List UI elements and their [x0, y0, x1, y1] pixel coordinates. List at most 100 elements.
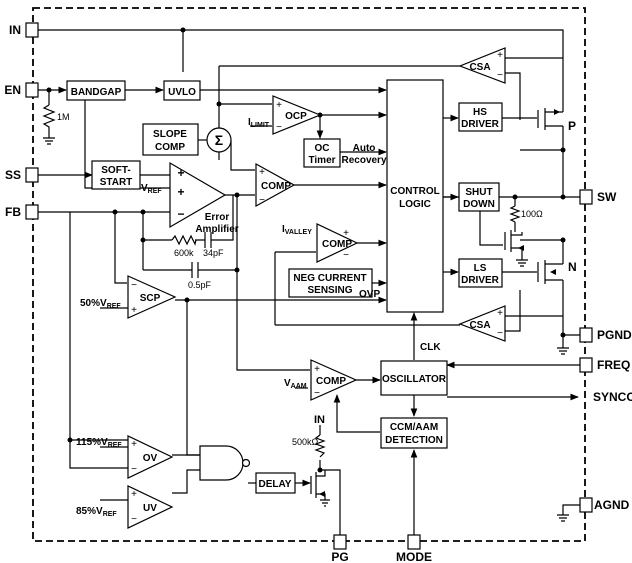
svg-text:COMP: COMP — [261, 181, 291, 192]
pin-pg: PG — [331, 534, 349, 563]
svg-text:SS: SS — [5, 168, 21, 182]
pin-ss: SS — [5, 167, 39, 183]
svg-text:ILIMIT: ILIMIT — [248, 117, 270, 129]
svg-text:LOGIC: LOGIC — [399, 199, 431, 210]
csa-bottom-amplifier: CSA + − — [458, 305, 506, 342]
resistor-500k — [314, 434, 326, 458]
svg-text:SW: SW — [597, 190, 617, 204]
control-logic-block: CONTROL LOGIC — [386, 79, 444, 313]
svg-text:CSA: CSA — [469, 62, 490, 73]
pin-in: IN — [9, 22, 39, 38]
resistor-1m-label: 1M — [57, 112, 70, 122]
hs-driver-block: HS DRIVER — [458, 102, 503, 132]
svg-text:50%VREF: 50%VREF — [80, 298, 121, 310]
svg-text:DELAY: DELAY — [259, 479, 292, 490]
pin-synco: SYNCO — [593, 390, 632, 404]
svg-text:IVALLEY: IVALLEY — [282, 224, 312, 236]
nand-gate — [199, 445, 251, 481]
svg-text:HS: HS — [473, 107, 487, 118]
svg-text:AGND: AGND — [594, 498, 630, 512]
svg-text:OV: OV — [143, 453, 158, 464]
summing-node: Σ — [206, 127, 232, 153]
resistor-100-ohm-label: 100Ω — [521, 209, 543, 219]
svg-text:+: + — [131, 439, 137, 450]
svg-text:DOWN: DOWN — [463, 199, 495, 210]
ov-ref-label: 115%VREF — [76, 437, 122, 449]
oc-timer-block: OC Timer — [303, 138, 341, 168]
resistor-600k-label: 600k — [174, 248, 194, 258]
ccm-aam-detection-block: CCM/AAM DETECTION — [380, 417, 448, 449]
bandgap-block: BANDGAP — [66, 80, 126, 101]
uv-comparator: UV + − — [127, 485, 174, 529]
svg-text:PG: PG — [331, 550, 348, 563]
capacitor-34pf — [204, 232, 212, 248]
svg-text:+: + — [343, 228, 349, 239]
svg-text:Error: Error — [205, 212, 230, 223]
svg-text:−: − — [497, 70, 503, 81]
resistor-1m — [42, 104, 56, 130]
svg-text:SCP: SCP — [140, 293, 161, 304]
svg-text:DETECTION: DETECTION — [385, 435, 443, 446]
svg-text:PGND: PGND — [597, 328, 632, 342]
svg-text:CLK: CLK — [420, 342, 441, 353]
uvlo-block: UVLO — [163, 80, 201, 101]
pin-mode: MODE — [396, 534, 432, 563]
svg-text:SENSING: SENSING — [307, 285, 352, 296]
svg-text:−: − — [314, 388, 320, 399]
svg-text:−: − — [343, 250, 349, 261]
svg-text:+: + — [497, 50, 503, 61]
svg-text:FB: FB — [5, 205, 21, 219]
scp-ref-label: 50%VREF — [80, 298, 121, 310]
svg-text:+: + — [259, 167, 265, 178]
svg-text:MODE: MODE — [396, 550, 432, 563]
svg-text:+: + — [497, 308, 503, 319]
ivalley-label: IVALLEY — [282, 224, 312, 236]
vaam-label: VAAM — [284, 378, 307, 390]
svg-text:SHUT: SHUT — [465, 187, 492, 198]
ls-fet-label: N — [568, 260, 577, 274]
svg-text:UVLO: UVLO — [168, 87, 196, 98]
svg-text:−: − — [497, 328, 503, 339]
vref-label: VREF — [141, 183, 162, 195]
svg-text:−: − — [276, 122, 282, 133]
svg-text:VAAM: VAAM — [284, 378, 307, 390]
pg-in-label: IN — [314, 414, 325, 426]
pin-fb: FB — [5, 204, 39, 220]
svg-text:BANDGAP: BANDGAP — [71, 87, 122, 98]
svg-text:UV: UV — [143, 503, 157, 514]
svg-text:85%VREF: 85%VREF — [76, 506, 117, 518]
svg-text:NEG CURRENT: NEG CURRENT — [293, 273, 366, 284]
wiring — [38, 29, 580, 540]
svg-text:EN: EN — [4, 83, 21, 97]
delay-block: DELAY — [255, 472, 296, 494]
svg-text:−: − — [131, 280, 137, 291]
svg-text:FREQ: FREQ — [597, 358, 630, 372]
svg-text:+: + — [131, 489, 137, 500]
svg-text:+: + — [276, 100, 282, 111]
svg-text:−: − — [259, 195, 265, 206]
svg-text:+: + — [131, 305, 137, 316]
svg-text:LS: LS — [474, 263, 487, 274]
comp-aam-comparator: COMP + − — [310, 359, 358, 401]
ilimit-label: ILIMIT — [248, 117, 270, 129]
svg-text:Recovery: Recovery — [341, 155, 386, 166]
comp-main-comparator: COMP + − — [255, 162, 296, 208]
clk-label: CLK — [420, 342, 441, 353]
pin-sw: SW — [579, 189, 617, 205]
svg-text:COMP: COMP — [316, 376, 346, 387]
shutdown-block: SHUT DOWN — [458, 182, 500, 212]
ls-fet-arrow — [550, 269, 556, 275]
svg-text:DRIVER: DRIVER — [461, 275, 500, 286]
ovp-label: OVP — [359, 289, 380, 300]
csa-top-amplifier: CSA + − — [458, 47, 506, 84]
error-amplifier: + + − — [169, 161, 227, 229]
resistor-500k-label: 500kΩ — [292, 437, 319, 447]
auto-recovery-label: Auto Recovery — [341, 143, 386, 166]
svg-text:+: + — [177, 185, 184, 199]
ov-comparator: OV + − — [127, 435, 174, 479]
svg-text:−: − — [131, 514, 137, 525]
pg-fet-arrow — [319, 491, 325, 497]
svg-text:OCP: OCP — [285, 111, 307, 122]
soft-start-block: SOFT- START — [91, 160, 141, 190]
